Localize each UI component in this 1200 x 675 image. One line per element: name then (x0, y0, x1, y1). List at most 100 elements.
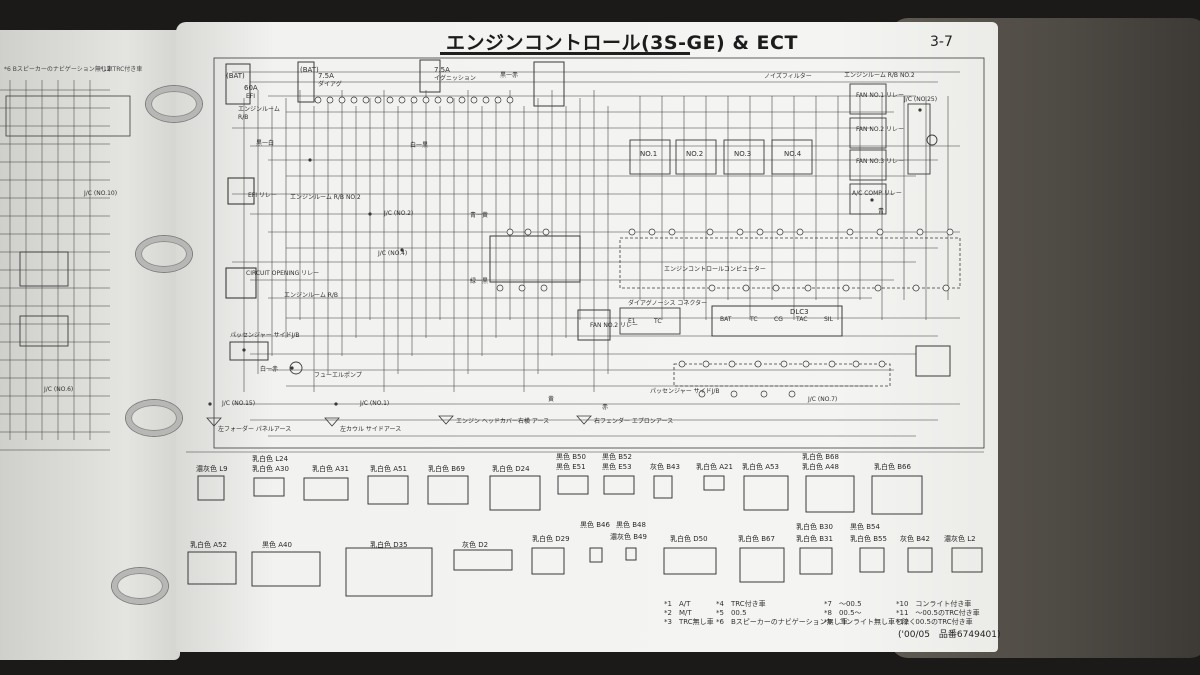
connector-label-b54: 黒色 B54 (850, 523, 880, 531)
component-box (197, 475, 225, 501)
label-diag-e1: E1 (628, 318, 636, 325)
ground-symbol (324, 417, 340, 427)
title-underline (440, 52, 690, 55)
footnote-9: *9 コンライト無し車を除く (824, 618, 916, 626)
connector-label-l2: 濃灰色 L2 (944, 535, 976, 543)
connector-pin (706, 228, 714, 236)
connector-pin (742, 284, 750, 292)
connector-label-a31: 乳白色 A31 (312, 465, 349, 473)
component-box (849, 117, 887, 149)
connector-pin (828, 360, 836, 368)
connector-pin (876, 228, 884, 236)
connector-pin (804, 284, 812, 292)
connector-pin (496, 284, 504, 292)
component-box (675, 139, 717, 175)
component-box (849, 183, 887, 215)
connector-pin (754, 360, 762, 368)
label-engine-room: エンジンルーム (238, 106, 280, 113)
fuel-pump-motor-icon (289, 361, 303, 375)
connector-label-b48: 黒色 B48 (616, 521, 646, 529)
label-ac-comp-relay: A/C COMP リレー (852, 190, 902, 197)
connector-pin (852, 360, 860, 368)
label-bat-2: (BAT) (300, 66, 319, 74)
component-box (771, 139, 813, 175)
footnote-11: *11 ～00.5のTRC付き車 (896, 609, 980, 617)
connector-pin (458, 96, 466, 104)
label-ignition-no1: NO.1 (640, 150, 658, 158)
splice-dot (334, 402, 338, 406)
component-box (743, 475, 789, 511)
label-engine-room-rb-no2-top: エンジンルーム R/B NO.2 (844, 72, 915, 79)
component-box (915, 345, 951, 377)
label-ignition-no3: NO.3 (734, 150, 752, 158)
component-box (619, 307, 681, 335)
connector-label-a53: 乳白色 A53 (742, 463, 779, 471)
label-dlc-tac: TAC (796, 316, 808, 323)
label-fuse-60a: 60A (244, 84, 258, 92)
footnote-5: *5 00.5 (716, 609, 747, 617)
component-box (5, 95, 131, 137)
label-ground-right-fender: 右フェンダー エプロンアース (594, 418, 674, 425)
splice-dot (368, 212, 372, 216)
binder-ring-2 (136, 236, 192, 272)
footnote-10: *10 コンライト付き車 (896, 600, 972, 608)
connector-label-d2: 灰色 D2 (462, 541, 489, 549)
footnote-7: *7 ～00.5 (824, 600, 862, 608)
label-fan-no1-relay: FAN NO.1 リレー (856, 92, 905, 99)
connector-pin (736, 228, 744, 236)
label-ignition-fuse: イグニッション (434, 75, 476, 82)
right-page (176, 22, 998, 652)
connector-pin (698, 390, 706, 398)
footnote-2: *2 M/T (664, 609, 692, 617)
connector-pin (470, 96, 478, 104)
connector-pin (524, 228, 532, 236)
wire-label: 黒一白 (256, 140, 275, 147)
left-page-note-1: *6 Bスピーカーのナビゲーション無し車 (4, 66, 113, 73)
wire-label: 青 (878, 208, 885, 215)
label-fan-no2-relay: FAN NO.2 リレー (856, 126, 905, 133)
component-box (723, 139, 765, 175)
component-box (225, 267, 257, 299)
component-box (345, 547, 433, 597)
connector-label-d29: 乳白色 D29 (532, 535, 570, 543)
label-efi: EFI (246, 93, 256, 100)
connector-pin (350, 96, 358, 104)
connector-pin (648, 228, 656, 236)
component-box (453, 549, 513, 571)
connector-label-a40: 黒色 A40 (262, 541, 292, 549)
connector-pin (802, 360, 810, 368)
label-passenger-rb: パッセンジャー サイドJ/B (230, 332, 300, 339)
connector-pin (846, 228, 854, 236)
wire-label: 黄 (548, 396, 555, 403)
label-circuit-opening-relay: CIRCUIT OPENING リレー (246, 270, 320, 277)
label-dlc3: DLC3 (790, 308, 809, 316)
label-fan-no3-relay: FAN NO.3 リレー (856, 158, 905, 165)
footnote-6: *6 Bスピーカーのナビゲーション無し車 (716, 618, 848, 626)
connector-pin (946, 228, 954, 236)
connector-label-d35: 乳白色 D35 (370, 541, 408, 549)
splice-dot (870, 198, 874, 202)
component-box (367, 475, 409, 505)
component-box (19, 315, 69, 347)
label-ground-engine-head: エンジン ヘッドカバー右横 アース (456, 418, 550, 425)
component-box (849, 83, 887, 115)
connector-label-b68: 乳白色 B68 (802, 453, 839, 461)
wire-label: 赤 (602, 404, 609, 411)
footnote-1: *1 A/T (664, 600, 691, 608)
connector-pin (506, 96, 514, 104)
label-ground-left-panel: 左フォーダー パネルアース (218, 426, 292, 433)
label-dlc-sil: SIL (824, 316, 833, 323)
connector-pin (796, 228, 804, 236)
connector-pin (446, 96, 454, 104)
binder-ring-3 (126, 400, 182, 436)
label-ground-left-cowl: 左カウル サイドアース (340, 426, 402, 433)
component-box (489, 475, 541, 511)
connector-pin (482, 96, 490, 104)
label-diag-fuse: ダイアグ (318, 81, 342, 88)
connector-label-b52: 黒色 B52 (602, 453, 632, 461)
connector-pin (702, 360, 710, 368)
connector-label-b69: 乳白色 B69 (428, 465, 465, 473)
component-box (629, 139, 671, 175)
connector-pin (788, 390, 796, 398)
